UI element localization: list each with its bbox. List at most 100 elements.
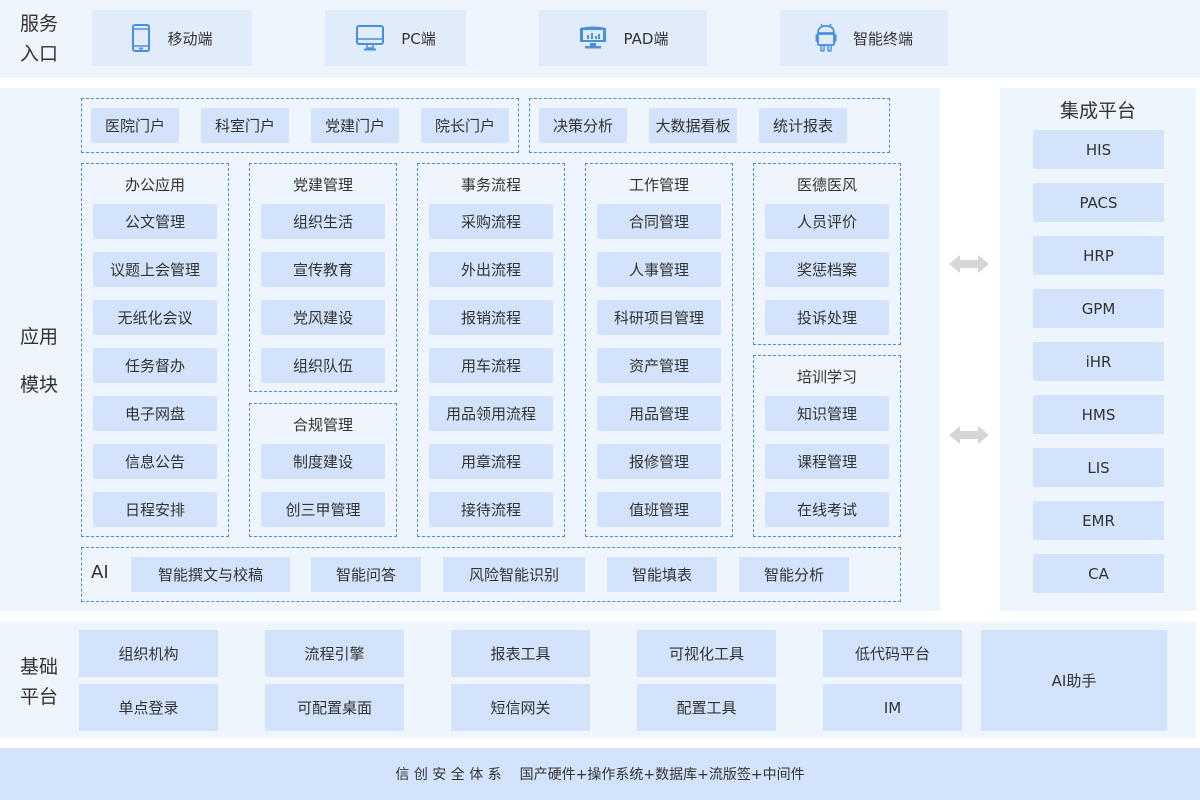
base-item[interactable]: 短信网关: [451, 684, 590, 731]
compliance-item[interactable]: 创三甲管理: [261, 492, 385, 527]
affairs-item[interactable]: 采购流程: [429, 204, 553, 239]
entry-smart-terminal-label: 智能终端: [852, 29, 913, 48]
ai-item[interactable]: 智能填表: [607, 557, 717, 592]
affairs-item[interactable]: 接待流程: [429, 492, 553, 527]
office-item[interactable]: 日程安排: [93, 492, 217, 527]
base-item[interactable]: 可配置桌面: [265, 684, 404, 731]
office-item[interactable]: 任务督办: [93, 348, 217, 383]
entry-mobile[interactable]: 移动端: [92, 10, 252, 66]
entry-pc[interactable]: PC端: [325, 10, 466, 66]
ai-item[interactable]: 风险智能识别: [443, 557, 585, 592]
bidirectional-arrow-icon: [949, 426, 989, 444]
ethics-item[interactable]: 投诉处理: [765, 300, 889, 335]
training-item[interactable]: 知识管理: [765, 396, 889, 431]
work-item[interactable]: 科研项目管理: [597, 300, 721, 335]
analytics-bigdata-board[interactable]: 大数据看板: [649, 108, 737, 143]
entry-pc-label: PC端: [401, 29, 436, 48]
party-item[interactable]: 组织生活: [261, 204, 385, 239]
base-platform-label-line2: 平台: [20, 686, 59, 708]
affairs-item[interactable]: 用品领用流程: [429, 396, 553, 431]
party-mgmt-title: 党建管理: [292, 176, 353, 194]
base-item[interactable]: 报表工具: [451, 630, 590, 677]
integration-item[interactable]: EMR: [1033, 501, 1164, 540]
training-item[interactable]: 在线考试: [765, 492, 889, 527]
base-platform-label-line1: 基础: [20, 656, 59, 678]
ai-item[interactable]: 智能问答: [311, 557, 421, 592]
office-apps-title: 办公应用: [124, 176, 185, 194]
base-item[interactable]: 流程引擎: [265, 630, 404, 677]
ethics-item[interactable]: 人员评价: [765, 204, 889, 239]
compliance-item[interactable]: 制度建设: [261, 444, 385, 479]
affairs-flow-title: 事务流程: [460, 176, 521, 194]
base-item[interactable]: 可视化工具: [637, 630, 776, 677]
android-robot-icon: [815, 23, 837, 52]
office-item[interactable]: 公文管理: [93, 204, 217, 239]
ai-item[interactable]: 智能分析: [739, 557, 849, 592]
base-item[interactable]: 单点登录: [79, 684, 218, 731]
service-entry-label-line2: 入口: [20, 43, 59, 65]
work-item[interactable]: 报修管理: [597, 444, 721, 479]
integration-item[interactable]: GPM: [1033, 289, 1164, 328]
office-item[interactable]: 无纸化会议: [93, 300, 217, 335]
party-item[interactable]: 党风建设: [261, 300, 385, 335]
affairs-item[interactable]: 用章流程: [429, 444, 553, 479]
office-item[interactable]: 电子网盘: [93, 396, 217, 431]
entry-pad-label: PAD端: [623, 29, 669, 48]
office-item[interactable]: 信息公告: [93, 444, 217, 479]
integration-item[interactable]: HRP: [1033, 236, 1164, 275]
integration-item[interactable]: CA: [1033, 554, 1164, 593]
desktop-monitor-icon: [356, 25, 385, 51]
training-group: [753, 355, 901, 537]
party-item[interactable]: 宣传教育: [261, 252, 385, 287]
integration-item[interactable]: iHR: [1033, 342, 1164, 381]
portal-hospital[interactable]: 医院门户: [91, 108, 179, 143]
office-apps-group: [81, 163, 229, 537]
affairs-item[interactable]: 用车流程: [429, 348, 553, 383]
portal-department[interactable]: 科室门户: [201, 108, 289, 143]
ai-assistant[interactable]: AI助手: [981, 630, 1167, 731]
integration-item[interactable]: HMS: [1033, 395, 1164, 434]
security-title: 信 创 安 全 体 系: [395, 767, 502, 783]
affairs-item[interactable]: 外出流程: [429, 252, 553, 287]
medical-ethics-title: 医德医风: [796, 176, 857, 194]
entry-smart-terminal[interactable]: 智能终端: [780, 10, 948, 66]
app-modules-label-line1: 应用: [20, 326, 59, 348]
security-description: 国产硬件+操作系统+数据库+流版签+中间件: [519, 767, 805, 783]
base-item[interactable]: IM: [823, 684, 962, 731]
bidirectional-arrow-icon: [949, 255, 989, 273]
compliance-title: 合规管理: [292, 416, 353, 434]
portal-party[interactable]: 党建门户: [311, 108, 399, 143]
office-item[interactable]: 议题上会管理: [93, 252, 217, 287]
base-item[interactable]: 配置工具: [637, 684, 776, 731]
security-band: 信 创 安 全 体 系 国产硬件+操作系统+数据库+流版签+中间件: [0, 748, 1200, 800]
app-modules-label-line2: 模块: [20, 374, 59, 396]
base-item[interactable]: 组织机构: [79, 630, 218, 677]
service-entry-band: 服务 入口 移动端 PC端 PAD端 智能终端: [0, 0, 1200, 78]
work-item[interactable]: 用品管理: [597, 396, 721, 431]
work-item[interactable]: 合同管理: [597, 204, 721, 239]
training-item[interactable]: 课程管理: [765, 444, 889, 479]
party-mgmt-group: [249, 163, 397, 392]
integration-item[interactable]: LIS: [1033, 448, 1164, 487]
entry-pad[interactable]: PAD端: [539, 10, 707, 66]
affairs-item[interactable]: 报销流程: [429, 300, 553, 335]
base-item[interactable]: 低代码平台: [823, 630, 962, 677]
integration-title: 集成平台: [1059, 100, 1136, 122]
analytics-decision[interactable]: 决策分析: [539, 108, 627, 143]
portals-group: [81, 98, 519, 153]
integration-item[interactable]: HIS: [1033, 130, 1164, 169]
work-item[interactable]: 资产管理: [597, 348, 721, 383]
app-modules-label: 应用 模块: [20, 313, 58, 409]
service-entry-label-line1: 服务: [20, 13, 59, 35]
analytics-stat-report[interactable]: 统计报表: [759, 108, 847, 143]
work-item[interactable]: 值班管理: [597, 492, 721, 527]
integration-item[interactable]: PACS: [1033, 183, 1164, 222]
tablet-dashboard-icon: [579, 26, 606, 49]
portal-president[interactable]: 院长门户: [421, 108, 509, 143]
analytics-group: [529, 98, 890, 153]
affairs-flow-group: [417, 163, 565, 537]
ai-item[interactable]: 智能撰文与校稿: [131, 557, 290, 592]
ethics-item[interactable]: 奖惩档案: [765, 252, 889, 287]
work-item[interactable]: 人事管理: [597, 252, 721, 287]
party-item[interactable]: 组织队伍: [261, 348, 385, 383]
